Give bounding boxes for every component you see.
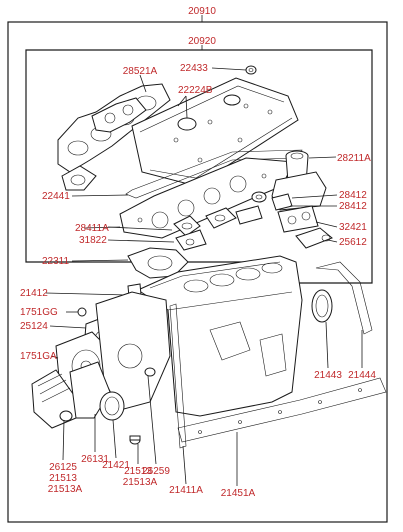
callout-28412-a: 28412 [339, 190, 367, 201]
rear-oil-seal [311, 289, 333, 323]
callout-21411a: 21411A [169, 485, 203, 496]
callout-28521a: 28521A [123, 66, 158, 77]
bypass-pipe [295, 227, 333, 249]
callout-21443: 21443 [314, 370, 342, 381]
callout-26125: 26125 [49, 462, 77, 473]
callout-25612: 25612 [339, 237, 367, 248]
outlet-gaskets [251, 191, 293, 211]
callout-31822: 31822 [79, 235, 107, 246]
side-cover-gasket [169, 303, 187, 449]
seal-washer [245, 65, 257, 75]
callout-21444: 21444 [348, 370, 376, 381]
gasket-ring-1751gg [77, 307, 87, 317]
callout-22224b: 22224B [178, 85, 213, 96]
valve-cover [131, 77, 299, 187]
callout-28211a: 28211A [337, 153, 371, 164]
timing-cover-gasket-upper [127, 247, 189, 279]
callout-21513-left: 21513 [49, 473, 77, 484]
drain-plug [129, 435, 141, 445]
callout-22433: 22433 [180, 63, 208, 74]
callout-20920: 20920 [188, 36, 216, 47]
timing-cover [95, 291, 171, 411]
oil-pan-gasket [177, 377, 387, 443]
callout-28412-b: 28412 [339, 201, 367, 212]
callout-32421: 32421 [339, 222, 367, 233]
oil-filter-housing [59, 361, 125, 422]
water-outlet [277, 205, 319, 233]
callout-25124: 25124 [20, 321, 48, 332]
callout-21412: 21412 [20, 288, 48, 299]
callout-21513a-left: 21513A [48, 484, 83, 495]
callout-1751gg: 1751GG [20, 307, 58, 318]
intake-gasket-pieces [173, 205, 263, 237]
callout-21513a-right: 21513A [123, 477, 158, 488]
callout-1751ga: 1751GA [20, 351, 57, 362]
callout-21421: 21421 [102, 460, 130, 471]
callout-20910: 20910 [188, 6, 216, 17]
callout-26259: 26259 [142, 466, 170, 477]
callout-21451a: 21451A [221, 488, 256, 499]
callout-26131: 26131 [81, 454, 109, 465]
rear-seal-case-gasket [315, 261, 373, 335]
fuel-gasket [175, 229, 207, 251]
engine-block [136, 255, 303, 417]
intake-manifold-gasket [91, 97, 147, 133]
callout-22441: 22441 [42, 191, 70, 202]
callout-22311: 22311 [42, 256, 70, 267]
callout-28411a: 28411A [75, 223, 109, 234]
callout-21513-right: 21513 [124, 466, 152, 477]
outer-kit-frame [7, 21, 388, 523]
